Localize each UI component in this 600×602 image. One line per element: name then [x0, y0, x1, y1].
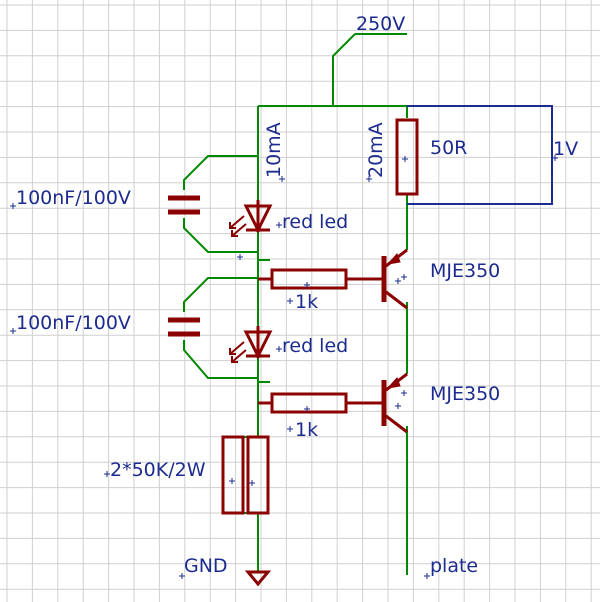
base-resistor-wires [258, 277, 382, 405]
transistor-top [381, 248, 408, 310]
divider-resistor-left [221, 435, 245, 515]
sense-meter [407, 105, 553, 205]
origin-crosses [10, 155, 558, 579]
transistor-bottom [381, 372, 408, 434]
capacitor-top [168, 195, 200, 215]
transistor-bottom-arrow [386, 377, 401, 389]
supply-net [258, 33, 407, 107]
capacitor-top-plates [168, 195, 200, 215]
cap-top-net [183, 155, 258, 253]
origin-marks [10, 155, 558, 579]
label-divider-resistors: 2*50K/2W [110, 459, 206, 481]
label-output: plate [430, 555, 478, 577]
label-base-resistor-bottom: 1k [295, 419, 318, 441]
label-base-resistor-top: 1k [295, 291, 318, 313]
led-top-arrows [229, 215, 247, 237]
cap-bottom-net [183, 277, 258, 379]
label-led-bottom: red led [282, 335, 348, 357]
label-transistor-bottom: MJE350 [430, 383, 500, 405]
label-current-led-branch: 10mA [263, 122, 285, 178]
led-bottom [229, 326, 273, 363]
components [168, 118, 419, 587]
sense-meter-lines [407, 105, 553, 205]
label-sense-voltage: 1V [553, 138, 578, 160]
led-top-body [243, 200, 273, 234]
label-capacitor-bottom: 100nF/100V [16, 312, 131, 334]
sense-resistor [395, 118, 419, 196]
label-supply-voltage: 250V [356, 13, 405, 35]
label-led-top: red led [282, 211, 348, 233]
transistor-top-arrow [386, 253, 401, 265]
label-ground: GND [184, 555, 228, 577]
led-bottom-arrows [229, 341, 247, 363]
ground-symbol [244, 570, 272, 587]
label-transistor-top: MJE350 [430, 260, 500, 282]
label-sense-resistor: 50R [430, 137, 467, 159]
capacitor-bottom [168, 317, 200, 337]
led-top [229, 200, 273, 237]
divider-resistor-right [246, 435, 270, 515]
capacitor-bottom-plates [168, 317, 200, 337]
label-capacitor-top: 100nF/100V [16, 187, 131, 209]
label-current-output: 20mA [365, 122, 387, 178]
led-bottom-body [243, 326, 273, 360]
